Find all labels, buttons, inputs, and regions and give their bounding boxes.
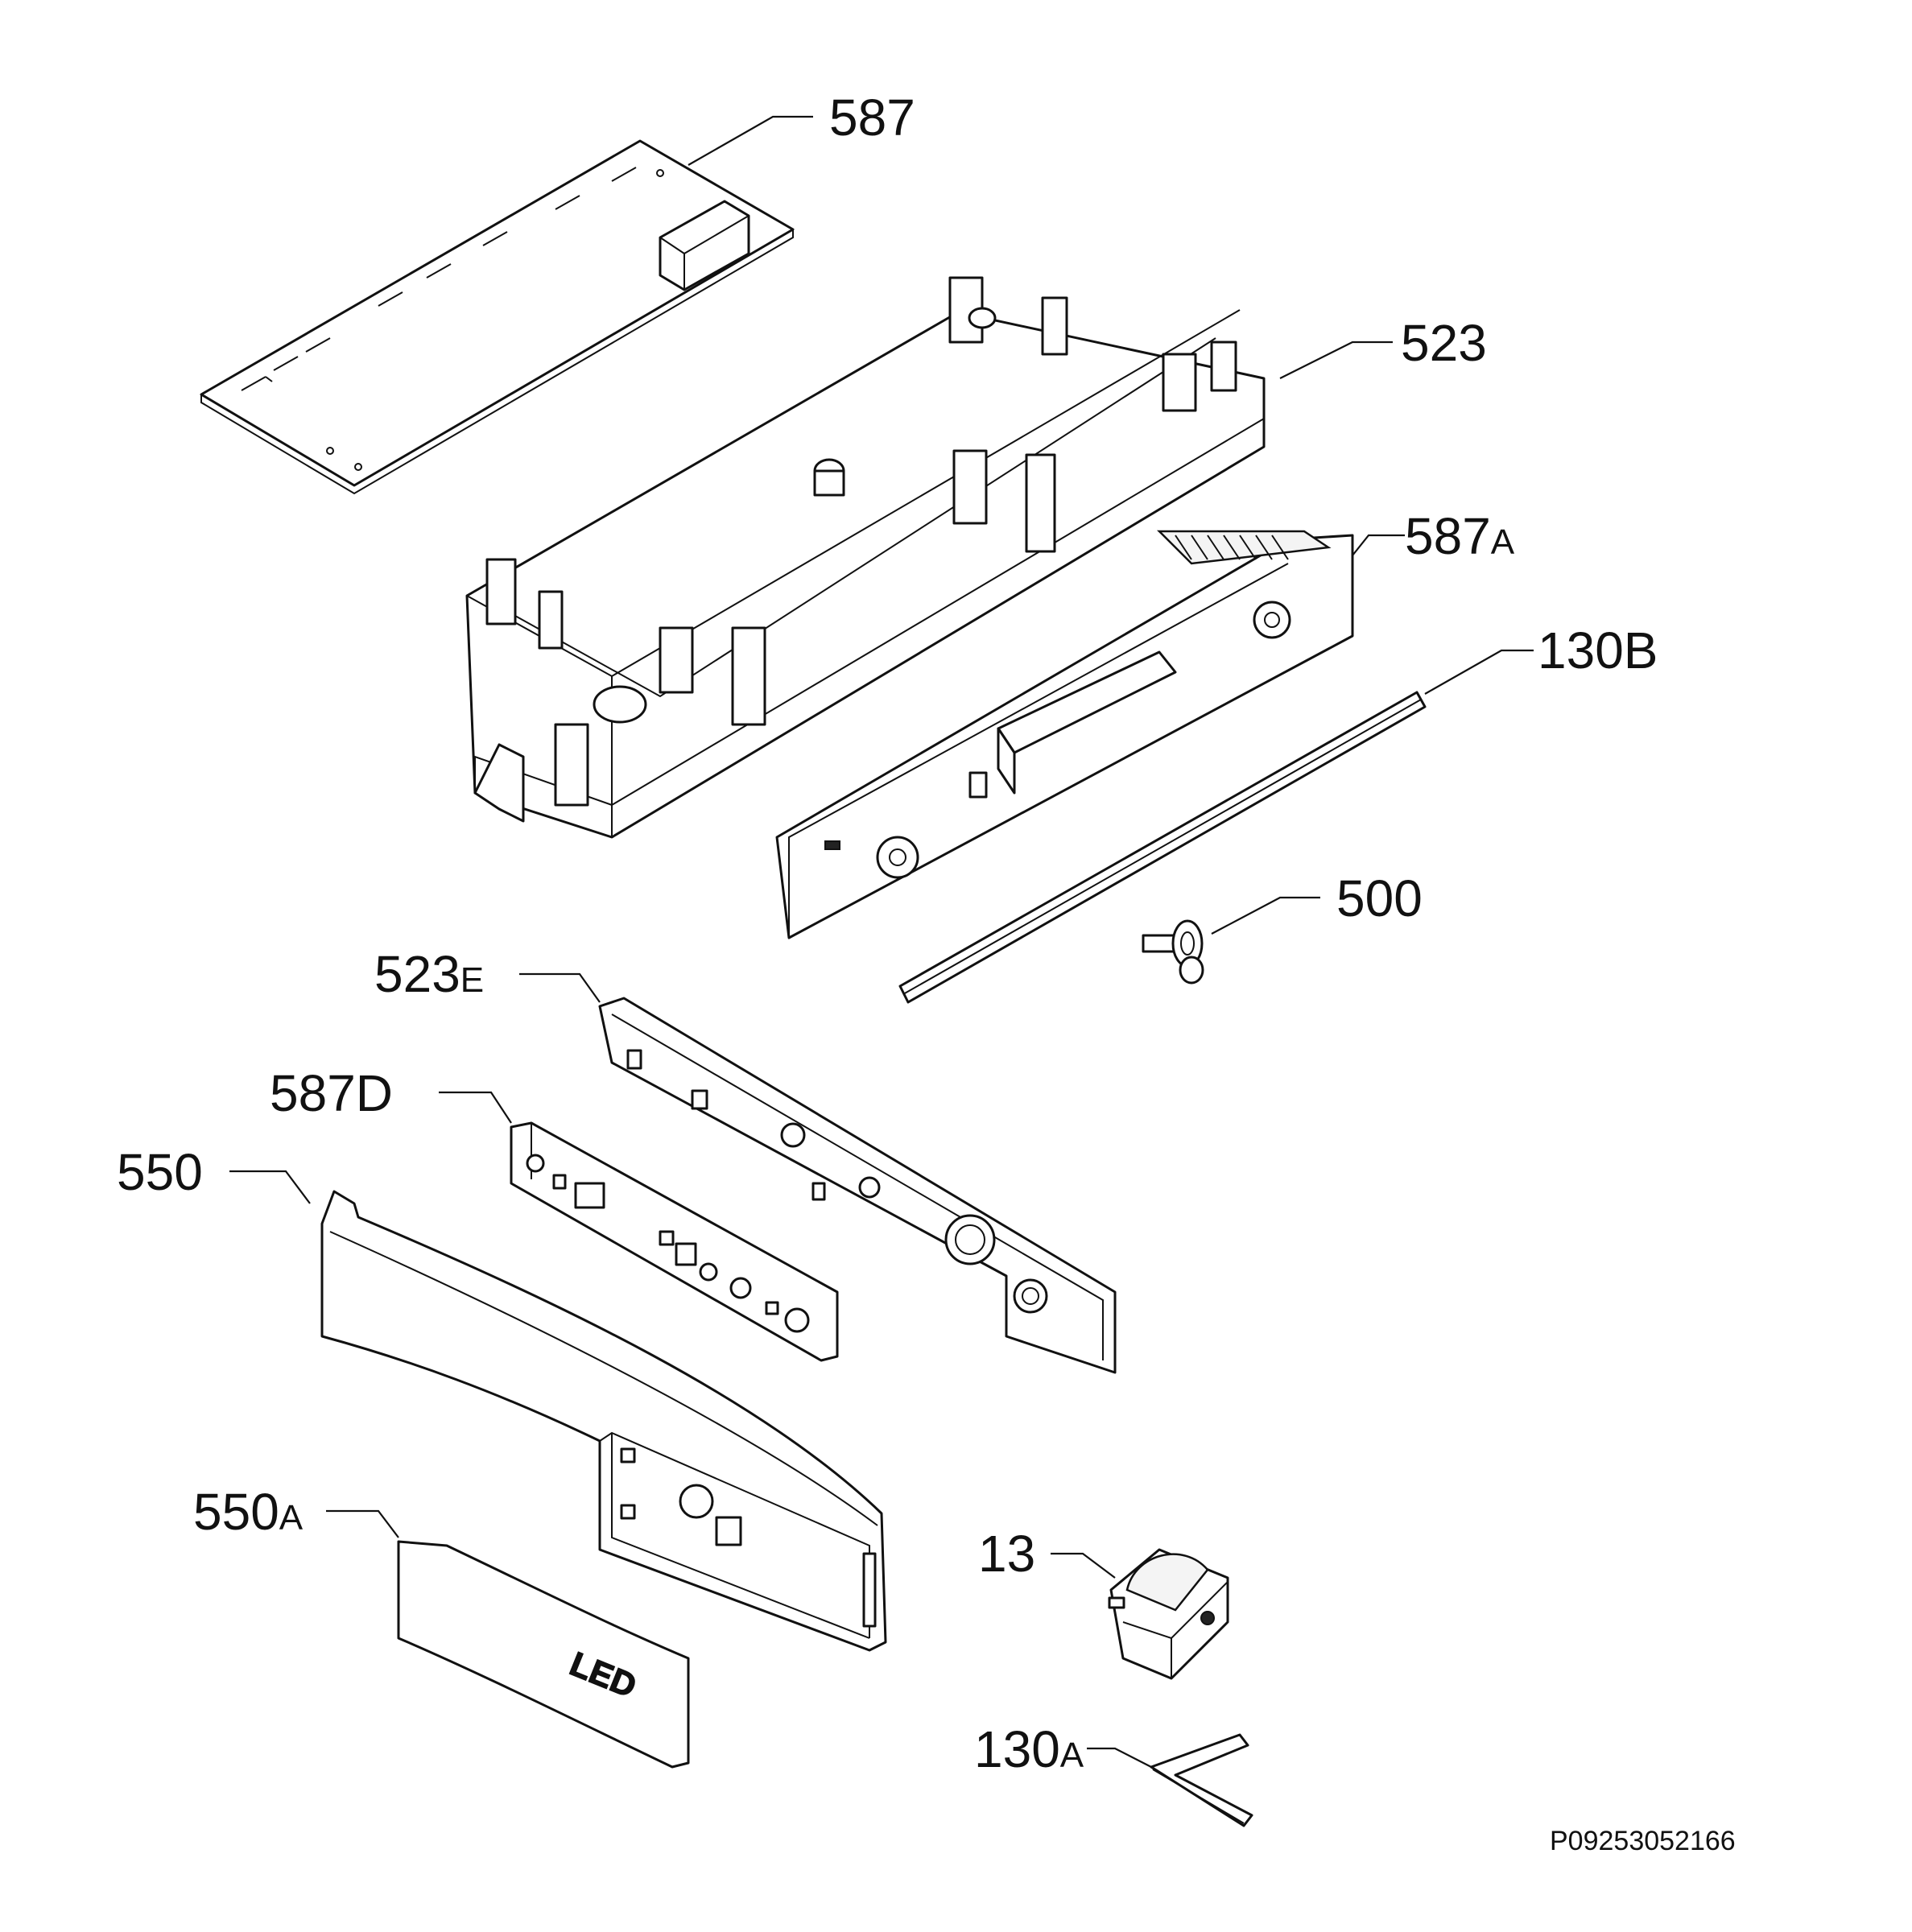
label-587D: 587D: [270, 1064, 393, 1122]
part-523-housing: [465, 276, 1266, 839]
label-550A: 550A: [193, 1483, 304, 1541]
part-13-switch: [1108, 1548, 1229, 1680]
label-523: 523: [1401, 314, 1487, 372]
part-130A-corner: [1150, 1733, 1253, 1827]
label-550: 550: [117, 1143, 203, 1201]
part-523E-frame: [598, 997, 1117, 1374]
label-13: 13: [978, 1525, 1035, 1583]
label-130B: 130B: [1538, 621, 1658, 679]
part-130B-rod: [898, 691, 1427, 1004]
part-500-screw: [1142, 919, 1204, 985]
label-587A: 587A: [1405, 507, 1515, 565]
label-130A: 130A: [974, 1720, 1084, 1778]
part-550A-badge: LED: [397, 1540, 690, 1769]
part-587D-board: [510, 1121, 839, 1362]
label-523E: 523E: [374, 945, 484, 1003]
part-587-pcb: [200, 139, 795, 495]
leader-lines: [229, 115, 1534, 1768]
label-500: 500: [1336, 869, 1423, 927]
part-550-cover: [320, 1190, 887, 1652]
part-587A-carrier: [775, 530, 1354, 939]
callout-labels: 587 523 587A 130B 500 523E 587D 550 550A…: [117, 89, 1658, 1778]
label-587: 587: [829, 89, 915, 147]
drawing-code: P09253052166: [1550, 1826, 1736, 1856]
